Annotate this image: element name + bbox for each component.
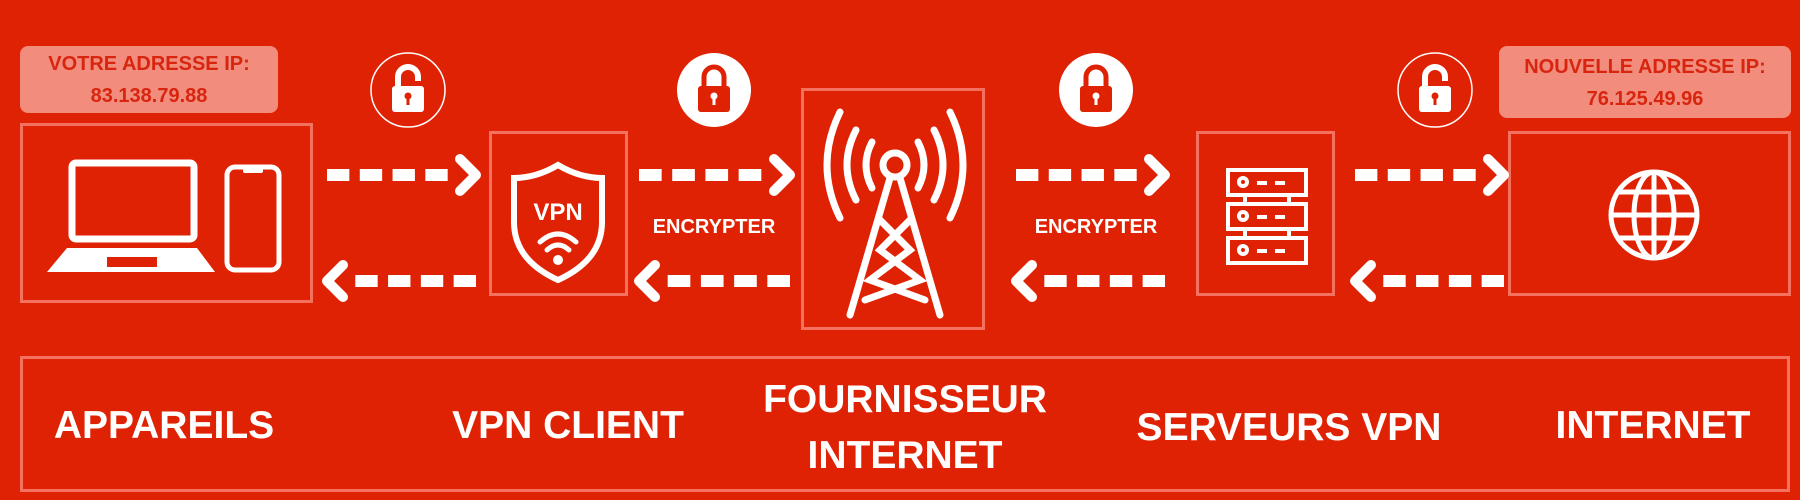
locked-padlock-icon xyxy=(1059,53,1133,127)
phone-icon xyxy=(224,164,282,273)
your-ip-label: VOTRE ADRESSE IP: xyxy=(48,53,250,75)
internet-box xyxy=(1508,131,1791,296)
radio-tower-icon xyxy=(823,108,967,319)
arrow-left-icon xyxy=(322,260,476,302)
new-ip-label: NOUVELLE ADRESSE IP: xyxy=(1524,56,1766,78)
stage-label-vpn-servers: SERVEURS VPN xyxy=(1136,406,1442,449)
unlocked-padlock-icon xyxy=(1397,52,1473,128)
arrow-left-icon xyxy=(1350,260,1504,302)
arrow-right-icon xyxy=(1355,154,1509,196)
encrypt-label: ENCRYPTER xyxy=(652,216,776,238)
new-ip-value: 76.125.49.96 xyxy=(1586,88,1704,110)
stage-label-devices: APPAREILS xyxy=(53,404,275,447)
vpn-shield-icon: VPN xyxy=(511,161,605,284)
arrow-left-icon xyxy=(634,260,790,302)
stage-label-isp: FOURNISSEUR INTERNET xyxy=(763,372,1047,484)
arrow-right-icon xyxy=(1016,154,1170,196)
your-ip-box: VOTRE ADRESSE IP: 83.138.79.88 xyxy=(20,46,278,113)
locked-padlock-icon xyxy=(677,53,751,127)
vpn-server-box xyxy=(1196,131,1335,296)
arrow-right-icon xyxy=(327,154,481,196)
labels-box xyxy=(20,356,1790,492)
isp-label-line1: FOURNISSEUR xyxy=(763,378,1047,421)
laptop-icon xyxy=(47,159,215,272)
arrow-right-icon xyxy=(639,154,795,196)
stage-label-internet: INTERNET xyxy=(1555,404,1751,447)
locks-layer xyxy=(370,52,1473,128)
devices-box xyxy=(20,123,313,303)
unlocked-padlock-icon xyxy=(370,52,446,128)
globe-icon xyxy=(1608,169,1700,261)
stage-label-vpn-client: VPN CLIENT xyxy=(452,404,684,447)
isp-label-line2: INTERNET xyxy=(807,434,1003,477)
new-ip-box: NOUVELLE ADRESSE IP: 76.125.49.96 xyxy=(1499,46,1791,118)
isp-box xyxy=(801,88,985,330)
arrow-left-icon xyxy=(1011,260,1165,302)
encrypt-label: ENCRYPTER xyxy=(1034,216,1158,238)
arrows-layer xyxy=(322,154,1509,302)
vpn-icon-text: VPN xyxy=(533,199,582,226)
your-ip-value: 83.138.79.88 xyxy=(90,85,208,107)
vpn-client-box xyxy=(489,131,628,296)
server-icon xyxy=(1226,168,1308,265)
